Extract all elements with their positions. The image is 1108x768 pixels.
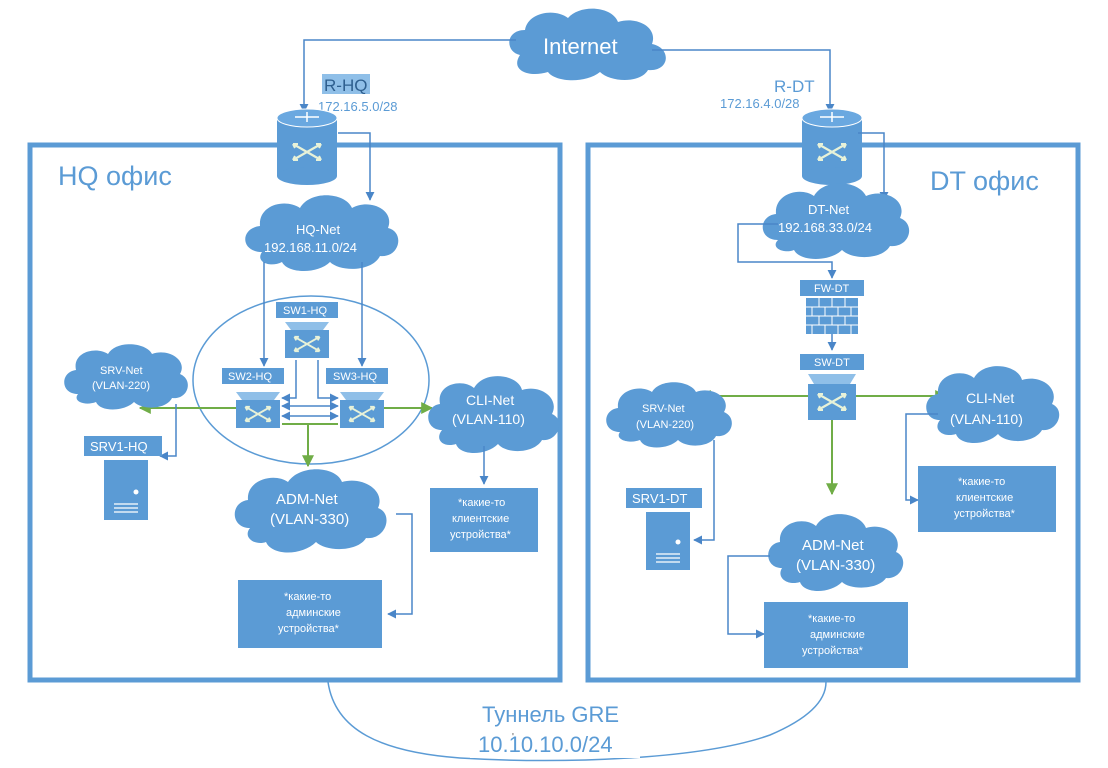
hq-adm-devices-line2: админские [286, 607, 341, 619]
internet-label: Internet [543, 34, 618, 59]
hq-srv-net-line2: (VLAN-220) [92, 380, 150, 392]
dt-adm-devices-line3: устройства* [802, 645, 864, 657]
link-sw1-sw2 [281, 360, 297, 403]
hq-net-line2: 192.168.11.0/24 [264, 240, 357, 255]
dt-admin-devices-box [764, 602, 908, 668]
dt-net-cloud: DT-Net 192.168.33.0/24 [762, 183, 910, 259]
router-icon [276, 108, 338, 185]
r-dt-subnet: 172.16.4.0/28 [720, 96, 800, 111]
hq-cli-net-line2: (VLAN-110) [452, 411, 525, 427]
hq-cli-net-line1: CLI-Net [466, 392, 514, 408]
tunnel-stray-mark: ' [512, 732, 514, 743]
dt-adm-net-line2: (VLAN-330) [796, 557, 875, 574]
switch-icon [236, 392, 280, 428]
dt-adm-devices-line1: *какие-то [808, 613, 855, 625]
hq-cli-devices-line2: клиентские [452, 513, 509, 525]
dt-srv-net-line1: SRV-Net [642, 403, 685, 415]
router-icon [801, 108, 863, 185]
r-hq-label: R-HQ [324, 76, 367, 95]
hq-srv-net-line1: SRV-Net [100, 365, 143, 377]
dt-adm-net-cloud: ADM-Net (VLAN-330) [768, 514, 904, 591]
link-hq-srv-net-srv1 [159, 404, 177, 461]
link-r-dt-dt-net [858, 132, 889, 201]
sw3-hq-label: SW3-HQ [333, 371, 377, 383]
switch-icon [285, 322, 329, 358]
dt-cli-devices-line1: *какие-то [958, 476, 1005, 488]
dt-office-label: DT офис [930, 166, 1039, 196]
srv1-hq-label: SRV1-HQ [90, 439, 148, 454]
switch-icon [808, 374, 856, 420]
hq-cli-devices-line1: *какие-то [458, 497, 505, 509]
dt-cli-net-cloud: CLI-Net (VLAN-110) [926, 366, 1060, 443]
hq-admin-devices-box [238, 580, 382, 648]
internet-cloud: Internet [509, 8, 666, 81]
hq-cli-devices-line3: устройства* [450, 529, 512, 541]
r-dt-label: R-DT [774, 77, 815, 96]
dt-net-line1: DT-Net [808, 202, 850, 217]
r-hq-subnet: 172.16.5.0/28 [318, 99, 398, 114]
tunnel-label: Туннель GRE [482, 702, 619, 727]
sw2-hq-label: SW2-HQ [228, 371, 272, 383]
link-dt-adm-net-devices [727, 555, 770, 639]
hq-net-line1: HQ-Net [296, 222, 340, 237]
hq-adm-devices-line1: *какие-то [284, 591, 331, 603]
gre-tunnel-curve [327, 681, 827, 762]
link-dt-srv-net-srv1 [693, 440, 715, 545]
hq-client-devices-box [430, 488, 538, 552]
hq-adm-net-cloud: ADM-Net (VLAN-330) [234, 469, 387, 553]
hq-adm-net-line1: ADM-Net [276, 491, 339, 508]
server-icon [646, 512, 690, 570]
dt-net-line2: 192.168.33.0/24 [778, 220, 872, 235]
dt-cli-devices-line2: клиентские [956, 492, 1013, 504]
hq-adm-devices-line3: устройства* [278, 623, 340, 635]
hq-office-label: HQ офис [58, 161, 172, 191]
srv1-dt-label: SRV1-DT [632, 491, 687, 506]
server-icon [104, 460, 148, 520]
link-internet-r-hq [299, 39, 516, 113]
hq-net-cloud: HQ-Net 192.168.11.0/24 [245, 195, 399, 271]
dt-cli-net-line2: (VLAN-110) [950, 411, 1023, 427]
fw-dt-label: FW-DT [814, 283, 850, 295]
dt-adm-net-line1: ADM-Net [802, 537, 865, 554]
hq-srv-net-cloud: SRV-Net (VLAN-220) [64, 344, 188, 410]
dt-srv-net-cloud: SRV-Net (VLAN-220) [606, 382, 732, 448]
link-sw1-sw3 [317, 360, 339, 403]
dt-adm-devices-line2: админские [810, 629, 865, 641]
dt-client-devices-box [918, 466, 1056, 532]
hq-cli-net-cloud: CLI-Net (VLAN-110) [428, 376, 560, 453]
tunnel-subnet: 10.10.10.0/24 [478, 732, 613, 757]
link-dt-net-fw [737, 223, 837, 279]
dt-srv-net-line2: (VLAN-220) [636, 419, 694, 431]
sw-dt-label: SW-DT [814, 357, 850, 369]
switch-icon [340, 392, 384, 428]
link-internet-r-dt [652, 49, 835, 113]
dt-cli-devices-line3: устройства* [954, 508, 1016, 520]
sw1-hq-label: SW1-HQ [283, 305, 327, 317]
link-r-hq-hq-net [338, 132, 375, 201]
hq-adm-net-line2: (VLAN-330) [270, 511, 349, 528]
firewall-icon [806, 298, 858, 334]
link-dt-cli-net-devices [905, 413, 938, 505]
link-hq-adm-net-devices [387, 513, 413, 619]
dt-cli-net-line1: CLI-Net [966, 390, 1014, 406]
